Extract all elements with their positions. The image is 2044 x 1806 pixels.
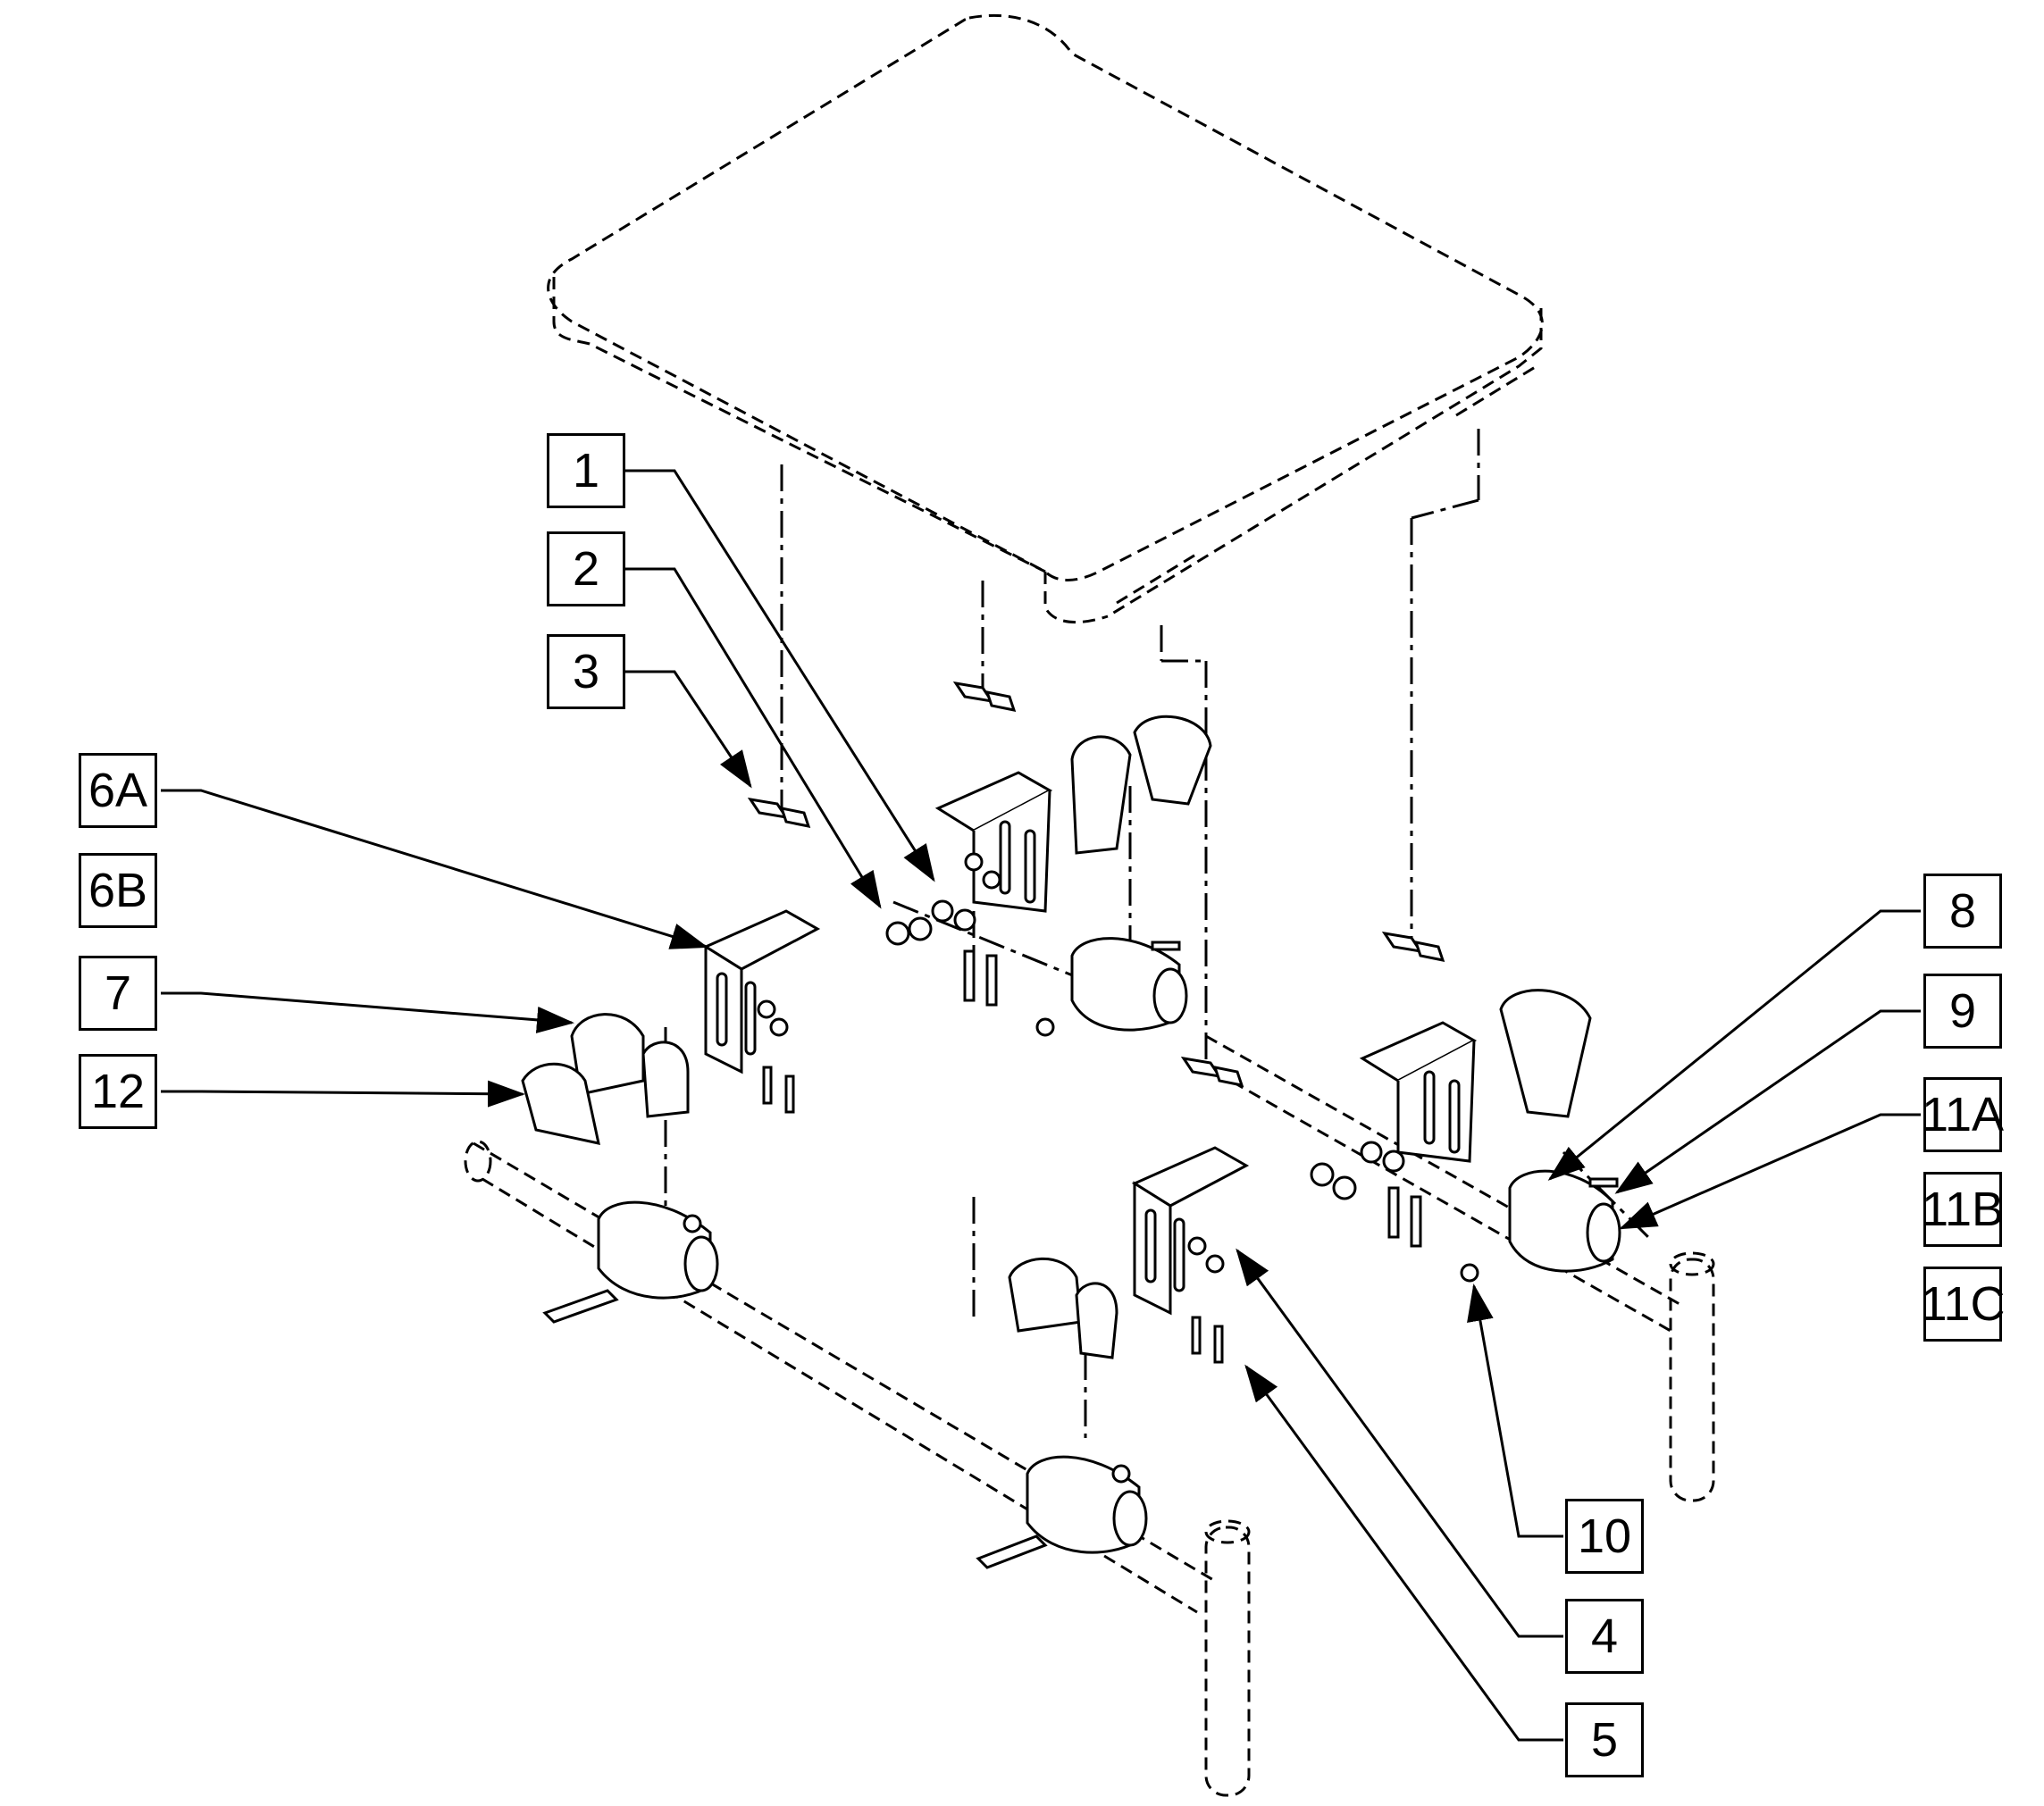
callout-3: 3 bbox=[547, 634, 625, 709]
tube-clamp-front bbox=[976, 1455, 1148, 1569]
callout-10: 10 bbox=[1565, 1499, 1644, 1574]
bracket-rear-center-clamp bbox=[1035, 937, 1188, 1037]
bracket-front-right bbox=[1008, 1056, 1250, 1364]
callout-5: 5 bbox=[1565, 1702, 1644, 1777]
tube-clamp-left bbox=[542, 1200, 719, 1324]
callout-7: 7 bbox=[79, 956, 157, 1031]
callout-2: 2 bbox=[547, 531, 625, 606]
callout-12: 12 bbox=[79, 1054, 157, 1129]
callout-1: 1 bbox=[547, 433, 625, 508]
callout-4: 4 bbox=[1565, 1599, 1644, 1674]
callout-11a: 11A bbox=[1922, 1077, 2004, 1152]
bracket-left-front bbox=[521, 797, 821, 1145]
tube-clamp-right bbox=[1460, 1169, 1621, 1283]
leader-lines bbox=[161, 469, 1921, 1742]
callout-9: 9 bbox=[1923, 974, 2002, 1049]
bracket-rear-left bbox=[885, 681, 1212, 1007]
callout-6b: 6B bbox=[79, 853, 157, 928]
callout-6a: 6A bbox=[79, 753, 157, 828]
front-rail-tube bbox=[464, 1140, 1251, 1797]
callout-8: 8 bbox=[1923, 874, 2002, 949]
callout-11b: 11B bbox=[1922, 1172, 2004, 1247]
seat-cushion-outline bbox=[547, 13, 1544, 624]
callout-11c: 11C bbox=[1920, 1267, 2006, 1342]
bracket-rear-right bbox=[1310, 931, 1592, 1248]
